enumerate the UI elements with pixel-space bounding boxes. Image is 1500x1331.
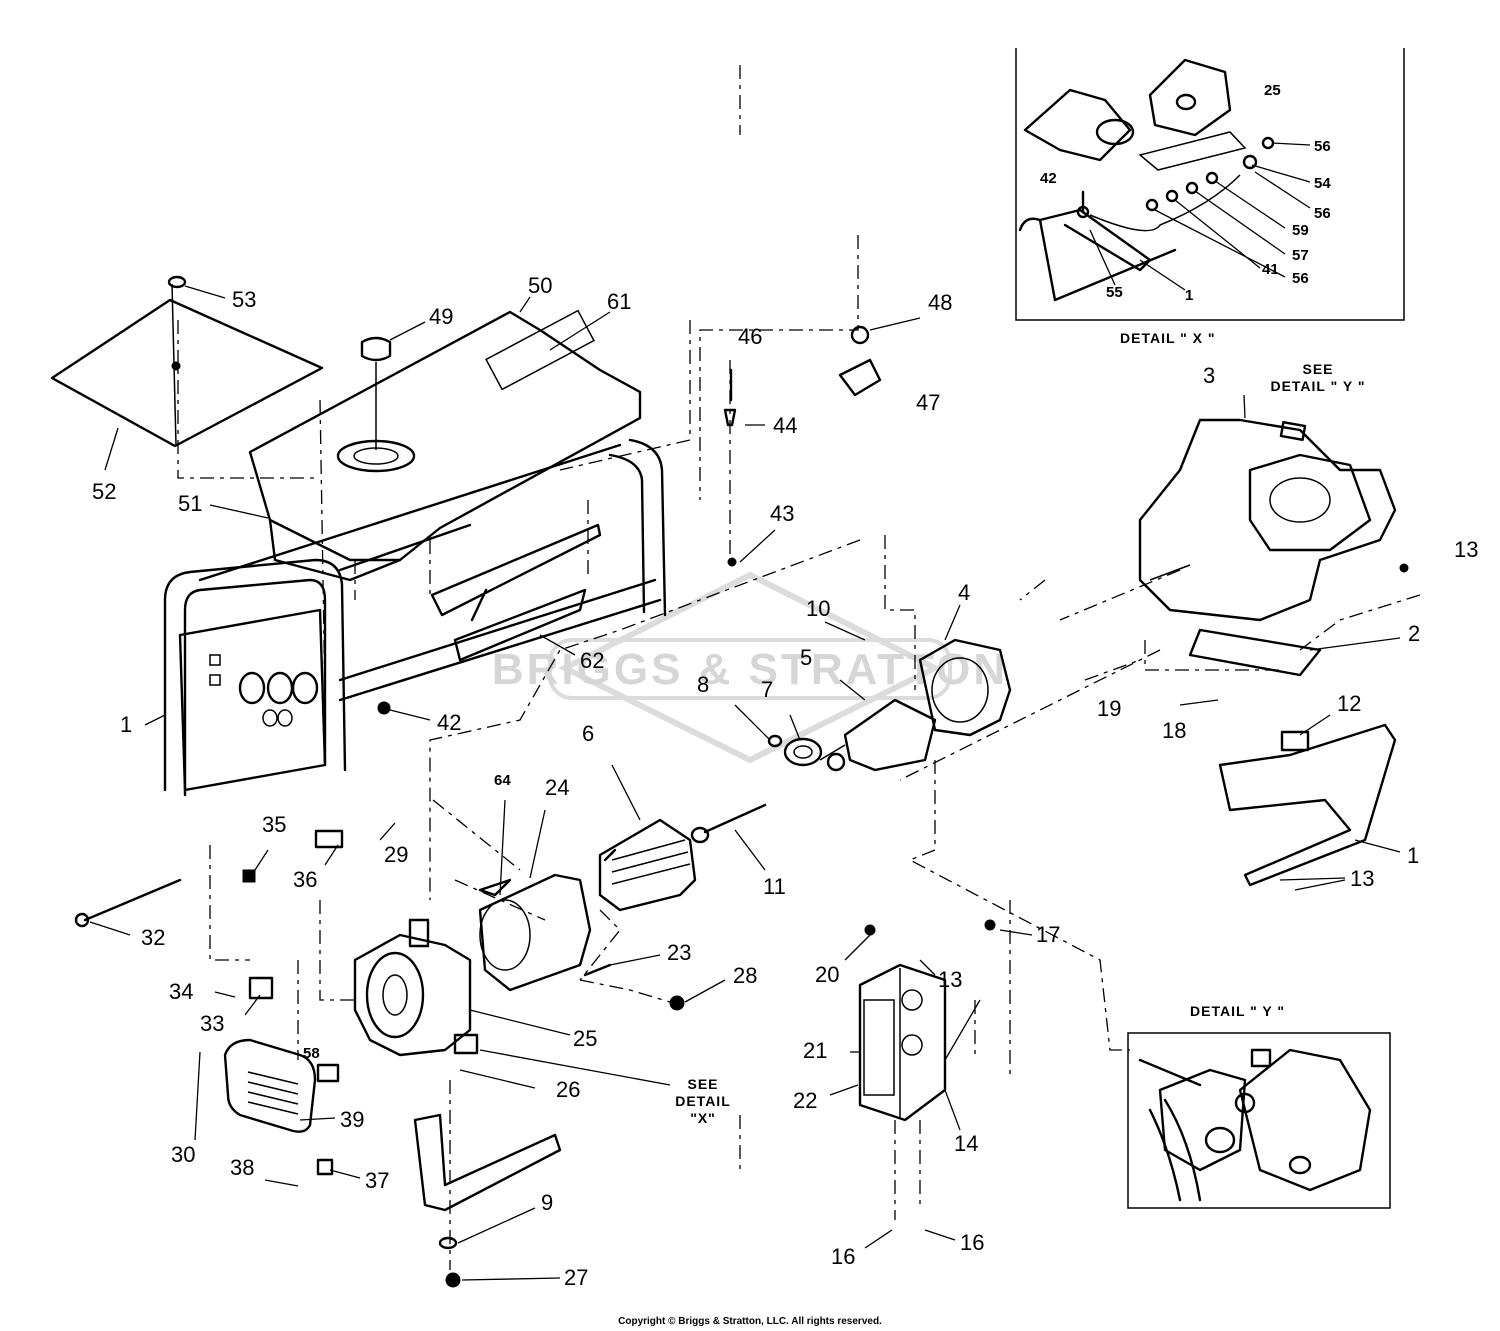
detail-x-callout-57: 57 bbox=[1292, 247, 1309, 264]
watermark-text: BRIGGS & STRATTON bbox=[492, 645, 1008, 694]
callout-8: 8 bbox=[697, 672, 709, 697]
assembly-lines bbox=[177, 65, 1421, 1270]
callout-58: 58 bbox=[303, 1045, 320, 1062]
callout-52: 52 bbox=[92, 479, 116, 504]
see-detail-x-line2: DETAIL bbox=[675, 1093, 731, 1109]
callout-21: 21 bbox=[803, 1038, 827, 1063]
callout-37: 37 bbox=[365, 1168, 389, 1193]
detail-x-callout-25: 25 bbox=[1264, 82, 1281, 99]
callout-30: 30 bbox=[171, 1142, 195, 1167]
callout-48: 48 bbox=[928, 290, 952, 315]
callout-29: 29 bbox=[384, 842, 408, 867]
callout-27: 27 bbox=[564, 1265, 588, 1290]
part-end-bell bbox=[353, 918, 479, 1057]
callout-26: 26 bbox=[556, 1077, 580, 1102]
copyright-notice: Copyright © Briggs & Stratton, LLC. All … bbox=[618, 1316, 882, 1327]
part-frame bbox=[163, 438, 667, 797]
callout-10: 10 bbox=[806, 596, 830, 621]
callout-23: 23 bbox=[667, 940, 691, 965]
callout-39: 39 bbox=[340, 1107, 364, 1132]
callout-13c: 13 bbox=[938, 967, 962, 992]
callout-62: 62 bbox=[580, 648, 604, 673]
callout-35: 35 bbox=[262, 812, 286, 837]
part-muffler bbox=[858, 963, 947, 1122]
callout-25: 25 bbox=[573, 1026, 597, 1051]
callout-1b: 1 bbox=[1407, 843, 1419, 868]
callout-14: 14 bbox=[954, 1131, 978, 1156]
callout-1a: 1 bbox=[120, 712, 132, 737]
callout-17: 17 bbox=[1036, 922, 1060, 947]
callout-6: 6 bbox=[582, 721, 594, 746]
callout-9: 9 bbox=[541, 1190, 553, 1215]
part-support-bracket bbox=[413, 1113, 562, 1212]
callout-42: 42 bbox=[437, 710, 461, 735]
callout-13a: 13 bbox=[1454, 537, 1478, 562]
callout-19: 19 bbox=[1097, 696, 1121, 721]
detail-y-title: DETAIL " Y " bbox=[1190, 1003, 1285, 1019]
detail-x-callout-56c: 56 bbox=[1292, 270, 1309, 287]
callout-36: 36 bbox=[293, 867, 317, 892]
callout-labels: 53 50 61 49 48 46 47 44 52 51 43 3 13 10… bbox=[92, 273, 1478, 1290]
callout-3: 3 bbox=[1203, 363, 1215, 388]
callout-4: 4 bbox=[958, 580, 970, 605]
callout-51: 51 bbox=[178, 491, 202, 516]
detail-x-callout-1: 1 bbox=[1185, 287, 1193, 304]
fasteners bbox=[74, 325, 1409, 1288]
callout-20: 20 bbox=[815, 962, 839, 987]
part-stator-cylinder bbox=[598, 818, 697, 912]
detail-x-callout-59: 59 bbox=[1292, 222, 1309, 239]
part-engine bbox=[1138, 418, 1397, 677]
callout-43: 43 bbox=[770, 501, 794, 526]
callout-22: 22 bbox=[793, 1088, 817, 1113]
see-detail-x-line1: SEE bbox=[687, 1076, 718, 1092]
watermark: BRIGGS & STRATTON bbox=[492, 571, 1008, 764]
callout-13b: 13 bbox=[1350, 866, 1374, 891]
see-detail-y-line2: DETAIL " Y " bbox=[1270, 378, 1365, 394]
callout-7: 7 bbox=[761, 677, 773, 702]
callout-49: 49 bbox=[429, 304, 453, 329]
callout-16b: 16 bbox=[960, 1230, 984, 1255]
detail-x-callout-42: 42 bbox=[1040, 170, 1057, 187]
callout-32: 32 bbox=[141, 925, 165, 950]
detail-x-title: DETAIL " X " bbox=[1120, 330, 1216, 346]
callout-24: 24 bbox=[545, 775, 569, 800]
part-control-panel-lid bbox=[50, 275, 324, 448]
callout-47: 47 bbox=[916, 390, 940, 415]
callout-2: 2 bbox=[1408, 621, 1420, 646]
leader-lines bbox=[89, 285, 1401, 1281]
see-detail-y-line1: SEE bbox=[1302, 361, 1333, 377]
callout-18: 18 bbox=[1162, 718, 1186, 743]
callout-38: 38 bbox=[230, 1155, 254, 1180]
detail-x-callout-55: 55 bbox=[1106, 284, 1123, 301]
detail-x-callout-56b: 56 bbox=[1314, 205, 1331, 222]
callout-61: 61 bbox=[607, 289, 631, 314]
callout-5: 5 bbox=[800, 645, 812, 670]
detail-x-inset bbox=[1015, 48, 1405, 321]
part-stator-cover bbox=[478, 873, 592, 992]
detail-x-callout-56a: 56 bbox=[1314, 138, 1331, 155]
callout-28: 28 bbox=[733, 963, 757, 988]
callout-34: 34 bbox=[169, 979, 193, 1004]
callout-50: 50 bbox=[528, 273, 552, 298]
callout-16a: 16 bbox=[831, 1244, 855, 1269]
part-end-cover-grille bbox=[223, 1038, 317, 1133]
see-detail-x-line3: "X" bbox=[690, 1110, 716, 1126]
callout-53: 53 bbox=[232, 287, 256, 312]
part-right-support bbox=[1218, 723, 1397, 887]
callout-11: 11 bbox=[763, 874, 786, 899]
callout-64: 64 bbox=[494, 772, 511, 789]
callout-33: 33 bbox=[200, 1011, 224, 1036]
detail-x-callout-41: 41 bbox=[1262, 261, 1279, 278]
part-fuel-tank bbox=[248, 309, 642, 582]
callout-12: 12 bbox=[1337, 691, 1361, 716]
detail-y-inset bbox=[1127, 1032, 1391, 1209]
part-rotor-stator bbox=[690, 638, 1012, 844]
callout-46: 46 bbox=[738, 324, 762, 349]
detail-x-callout-54: 54 bbox=[1314, 175, 1331, 192]
callout-44: 44 bbox=[773, 413, 797, 438]
